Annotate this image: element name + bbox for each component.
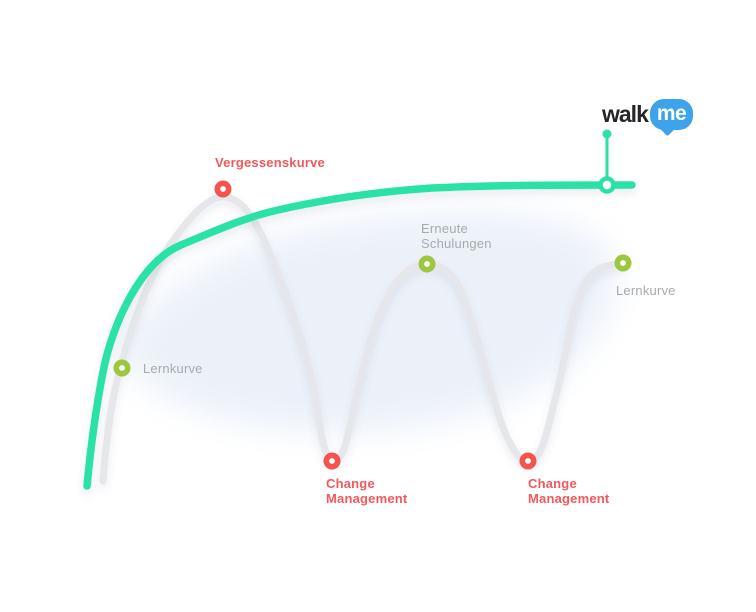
vergessenskurve-point-center <box>220 186 226 192</box>
erneute-schulungen-point-center <box>424 261 430 267</box>
mint-walkme-curve <box>83 181 636 490</box>
label-erneute-line1: Erneute <box>421 221 468 236</box>
change-management-2-point-center <box>525 458 531 464</box>
label-change-management-2: Change Management <box>528 476 609 506</box>
background-wash <box>119 212 616 433</box>
label-lernkurve-left: Lernkurve <box>143 361 203 376</box>
label-erneute-line2: Schulungen <box>421 236 492 251</box>
walkme-logo-me-bubble: me <box>649 99 694 130</box>
markers-layer <box>113 180 632 470</box>
walkme-logo: walk me <box>602 99 694 130</box>
label-lernkurve-right: Lernkurve <box>616 283 676 298</box>
logo-connector-dot <box>602 129 612 139</box>
lernkurve-right-point-center <box>620 260 626 266</box>
label-change2-line2: Management <box>528 491 610 506</box>
label-vergessenskurve: Vergessenskurve <box>215 155 325 170</box>
lernkurve-left-point-center <box>119 365 125 371</box>
label-erneute-schulungen: Erneute Schulungen <box>421 221 492 251</box>
label-change2-line1: Change <box>528 476 577 491</box>
walkme-logo-walk-text: walk <box>602 101 649 127</box>
change-management-1-point-center <box>329 458 335 464</box>
label-change-management-1: Change Management <box>326 476 407 506</box>
label-change1-line1: Change <box>326 476 375 491</box>
walkme-logo-me-text: me <box>656 102 687 125</box>
mint-curve-anchor-ring <box>598 176 616 194</box>
label-change1-line2: Management <box>326 491 408 506</box>
gray-learning-wave-curve <box>99 193 626 485</box>
